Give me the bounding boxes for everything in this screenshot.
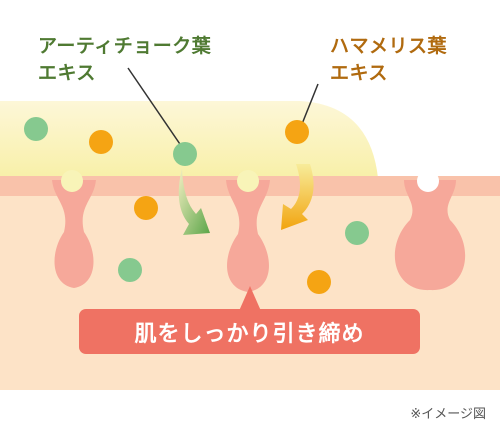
orange-ingredient-dot bbox=[89, 130, 113, 154]
applied-glow-layer bbox=[0, 101, 378, 178]
pore bbox=[52, 180, 96, 288]
green-ingredient-dot bbox=[118, 258, 142, 282]
green-arrow-icon bbox=[178, 168, 210, 235]
leader-line-artichoke bbox=[127, 67, 185, 151]
pore bbox=[226, 180, 270, 292]
green-ingredient-dot bbox=[345, 221, 369, 245]
orange-ingredient-dot bbox=[307, 270, 331, 294]
hamamelis-extract-label: ハマメリス葉 エキス bbox=[330, 35, 448, 84]
orange-arrow-icon bbox=[281, 164, 314, 230]
orange-ingredient-dot bbox=[134, 196, 158, 220]
orange-ingredient-dot bbox=[285, 120, 309, 144]
image-note: ※イメージ図 bbox=[410, 407, 486, 422]
pore-opening bbox=[61, 170, 83, 192]
green-ingredient-dot bbox=[24, 117, 48, 141]
pore-open bbox=[394, 180, 466, 291]
leader-line-hamamelis bbox=[299, 83, 319, 130]
caption-pointer bbox=[239, 286, 261, 311]
firming-caption: 肌をしっかり引き締め bbox=[79, 309, 420, 354]
pore-opening bbox=[237, 170, 259, 192]
pore-opening bbox=[417, 170, 439, 192]
artichoke-extract-label: アーティチョーク葉 エキス bbox=[38, 35, 212, 84]
green-ingredient-dot bbox=[173, 142, 197, 166]
